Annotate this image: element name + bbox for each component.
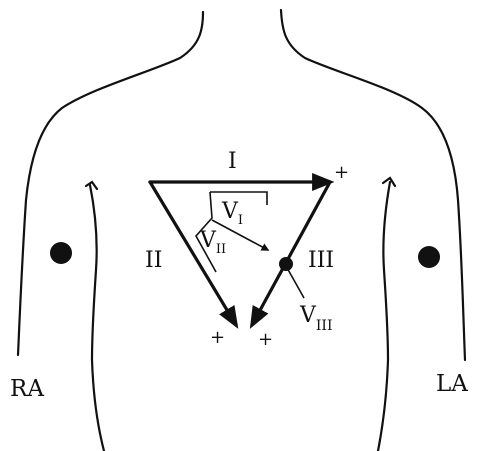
left-arm-electrode [418,246,440,268]
lead-III-label: III [308,248,334,273]
right-arm-label: RA [10,376,44,402]
vector-I-label: VI [221,199,243,228]
vector-I-projection [210,192,267,205]
vector-III-point [279,257,293,271]
left-arm-inner-outline [378,182,390,451]
plus-lead-II: + [210,327,225,348]
vector-III-label: VIII [299,303,332,334]
vector-II-label: VII [199,228,226,257]
plus-lead-I: + [334,162,349,183]
right-arm-inner-outline [90,185,104,451]
plus-lead-III: + [258,329,273,350]
lead-II-label: II [145,248,162,273]
right-arm-electrode [50,242,72,264]
lead-I-label: I [228,149,237,174]
left-arm-label: LA [436,371,468,397]
vector-III-pointer [286,266,304,298]
